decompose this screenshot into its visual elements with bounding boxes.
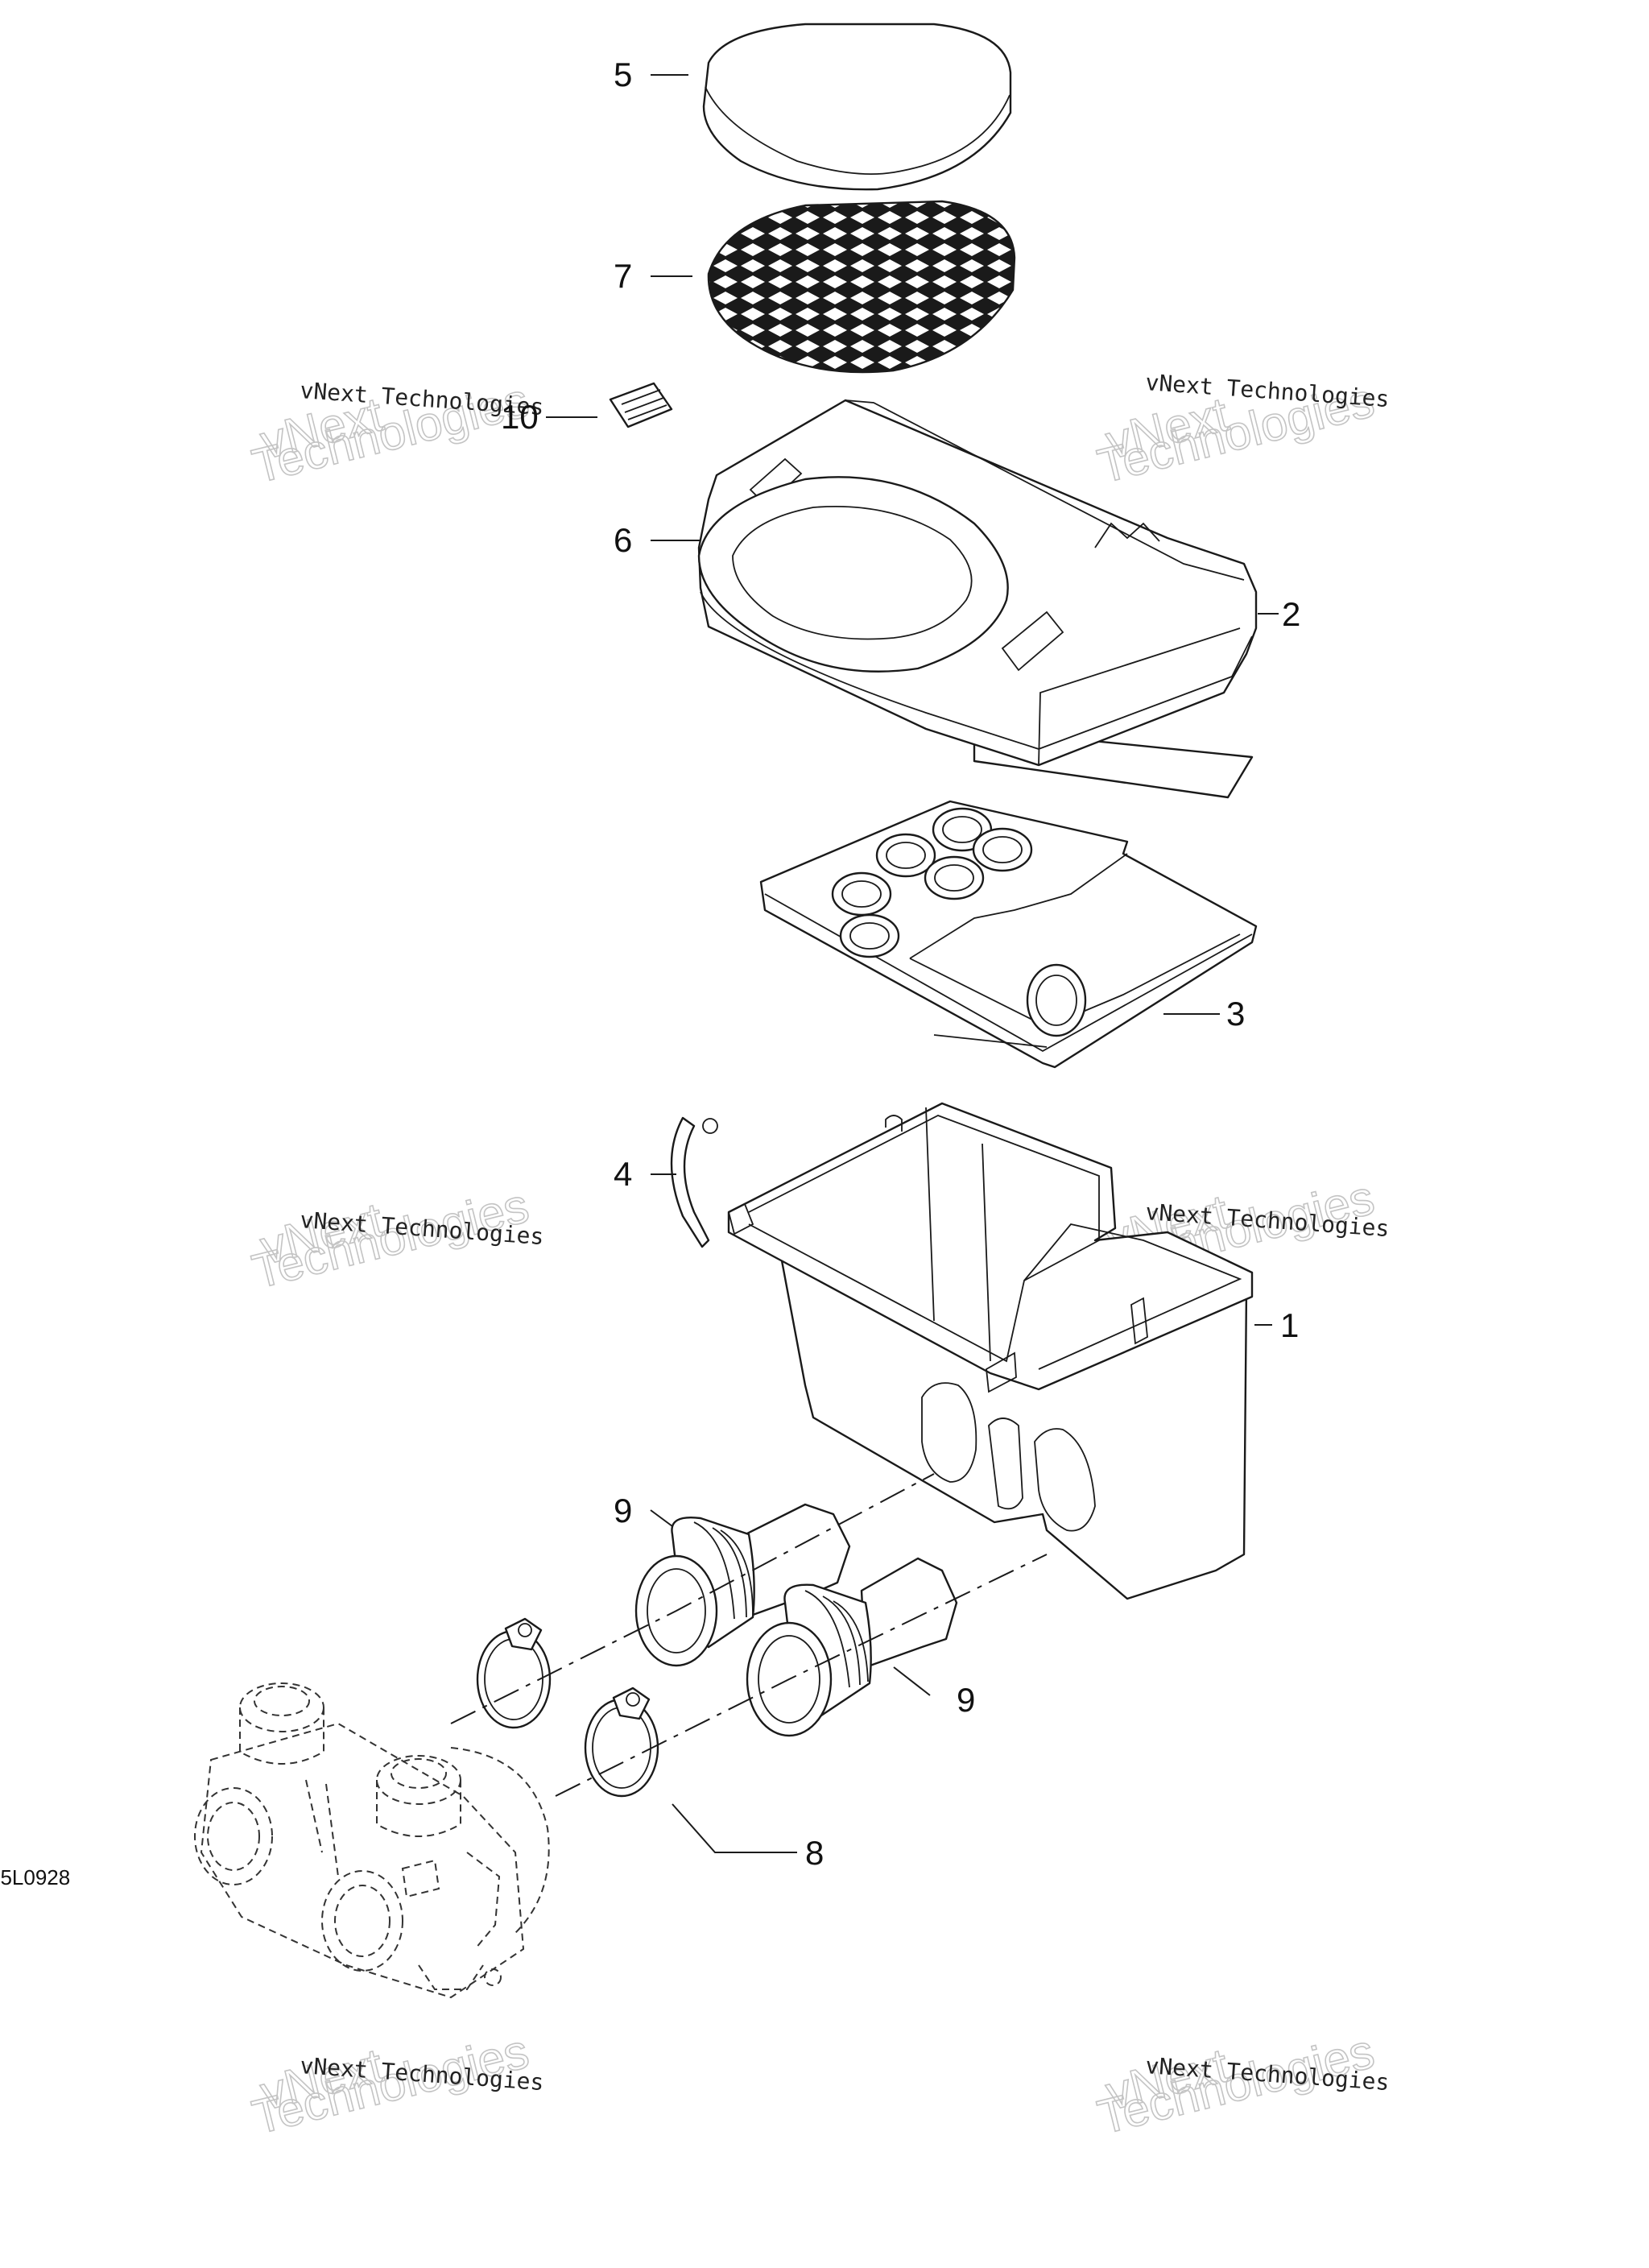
part-3-baseplate [759, 800, 1258, 1069]
callout-7: 7 [614, 257, 632, 295]
intake-grommet-1 [831, 871, 892, 917]
callout-9-upper: 9 [614, 1492, 632, 1529]
assembly-centerlines [450, 1473, 1048, 1797]
part-10-label [609, 382, 673, 428]
watermark-top-right: vNext Technologies vNext Technologies [1092, 369, 1390, 494]
part-5-foam-pad [702, 23, 1012, 191]
drawing-code: 35L0928 [0, 1865, 70, 1889]
part-1-airbox-body [727, 1102, 1254, 1600]
intake-grommet-6 [839, 913, 900, 958]
intake-tube-outlet [1026, 963, 1087, 1037]
part-8-hose-clamp-lower [584, 1687, 659, 1798]
callout-1: 1 [1280, 1306, 1299, 1344]
part-8-hose-clamp-upper [476, 1617, 552, 1729]
part-6-seal-ring [697, 476, 1009, 673]
part-7-mesh-screen [707, 200, 1016, 374]
callout-4: 4 [614, 1155, 632, 1193]
callout-9-lower: 9 [957, 1681, 975, 1719]
callout-6: 6 [614, 521, 632, 559]
carburetor-assembly-phantom [194, 1682, 550, 1999]
callout-3: 3 [1226, 995, 1245, 1033]
leader-lines [546, 74, 1279, 1853]
part-9-intake-adapter-lower [746, 1557, 958, 1737]
intake-grommet-5 [924, 855, 985, 900]
watermark-bottom-left: vNext Technologies vNext Technologies [246, 2023, 544, 2145]
intake-grommet-2 [875, 833, 936, 878]
part-4-retaining-clip [670, 1116, 718, 1248]
callout-10: 10 [501, 398, 539, 436]
watermark-bottom-right: vNext Technologies vNext Technologies [1092, 2023, 1390, 2145]
callout-8: 8 [805, 1834, 824, 1872]
callout-5: 5 [614, 56, 632, 93]
intake-grommet-4 [972, 827, 1033, 872]
watermark-mid-left: vNext Technologies vNext Technologies [246, 1177, 544, 1299]
callout-2: 2 [1282, 595, 1300, 633]
